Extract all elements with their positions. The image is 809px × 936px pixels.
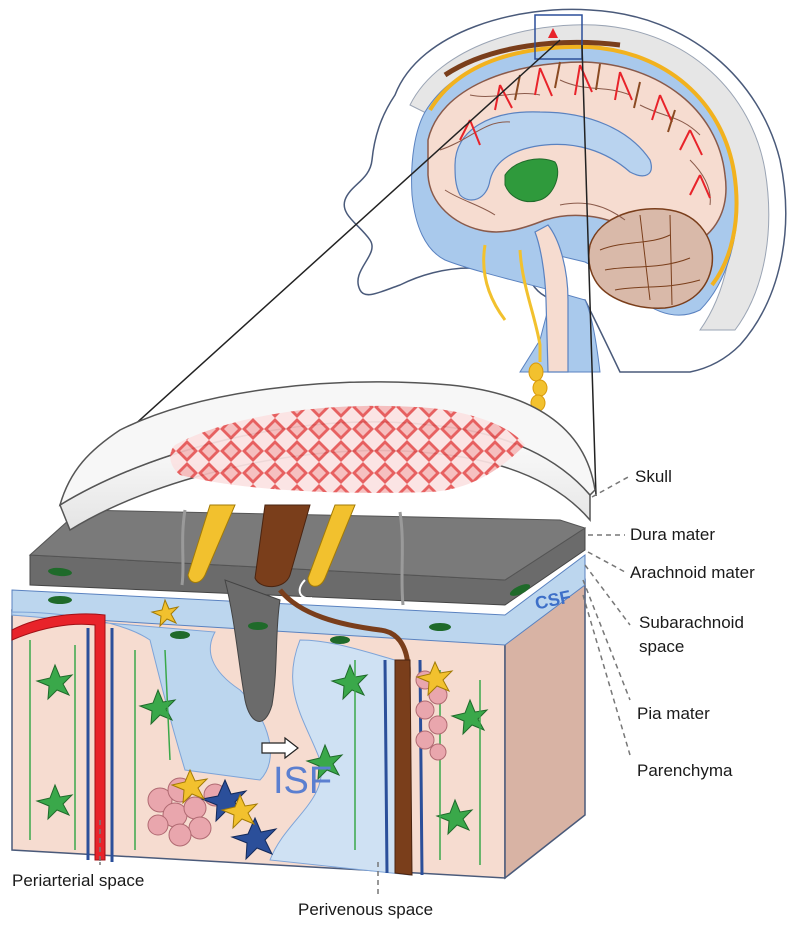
label-arachnoid-mater: Arachnoid mater (630, 562, 755, 584)
label-isf: ISF (273, 760, 332, 803)
head-sagittal (344, 9, 785, 411)
label-perivenous-space: Perivenous space (298, 899, 433, 921)
penetrating-vein (395, 660, 412, 875)
cerebellum (589, 209, 713, 308)
label-subarachnoid-1: Subarachnoid (639, 612, 744, 634)
label-subarachnoid-2: space (639, 636, 684, 658)
label-pia-mater: Pia mater (637, 703, 710, 725)
cross-section (12, 382, 630, 895)
label-parenchyma: Parenchyma (637, 760, 732, 782)
label-skull: Skull (635, 466, 672, 488)
label-dura-mater: Dura mater (630, 524, 715, 546)
label-periarterial-space: Periarterial space (12, 870, 144, 892)
